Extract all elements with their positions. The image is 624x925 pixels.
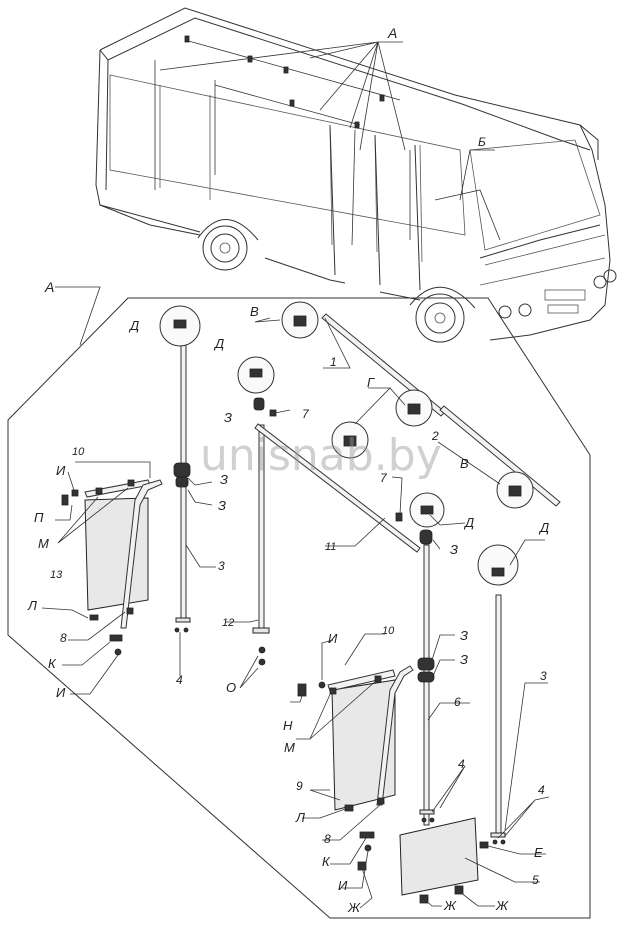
label-10b: 10 xyxy=(382,625,395,637)
label-8b: 8 xyxy=(324,832,331,846)
pole-6 xyxy=(409,492,445,826)
pole-3-right xyxy=(477,544,519,845)
plate-5 xyxy=(399,817,489,904)
label-4b: 4 xyxy=(458,757,465,771)
label-M1: М xyxy=(38,536,49,551)
label-8a: 8 xyxy=(60,631,67,645)
label-K2: К xyxy=(322,854,331,869)
label-Zh3: Ж xyxy=(495,898,509,913)
label-3a: 3 xyxy=(218,559,225,573)
label-B-top: Б xyxy=(478,135,486,149)
watermark: unisnab.by xyxy=(200,430,442,481)
label-11: 11 xyxy=(325,541,336,553)
label-4a: 4 xyxy=(176,673,183,687)
leader-lines xyxy=(41,317,550,909)
label-1: 1 xyxy=(330,355,337,369)
label-Z4: З xyxy=(450,542,458,557)
pole-3-left xyxy=(159,305,201,633)
label-3b: 3 xyxy=(540,669,547,683)
label-I4: И xyxy=(338,878,348,893)
label-V1: В xyxy=(250,304,259,319)
panel-leader xyxy=(55,286,101,346)
label-A-panel: А xyxy=(44,279,54,295)
right-door-assembly xyxy=(297,665,414,871)
label-2: 2 xyxy=(431,429,439,443)
label-9: 9 xyxy=(296,779,303,793)
label-Z3: З xyxy=(218,498,226,513)
label-L1: Л xyxy=(27,598,37,613)
label-5: 5 xyxy=(532,873,539,887)
label-13: 13 xyxy=(50,569,63,581)
label-Z5: З xyxy=(460,628,468,643)
label-Z6: З xyxy=(460,652,468,667)
label-A-top: А xyxy=(387,25,397,41)
label-7b: 7 xyxy=(380,471,388,485)
label-K1: К xyxy=(48,656,57,671)
label-D4: Д xyxy=(538,520,549,535)
label-P: П xyxy=(34,510,44,525)
callout-labels: А Б А Д Д Д Д В В Г 1 2 З 7 З З 7 З З З … xyxy=(27,25,549,915)
label-M2: М xyxy=(284,740,295,755)
label-Z1: З xyxy=(224,410,232,425)
label-D3: Д xyxy=(463,515,474,530)
label-D1: Д xyxy=(128,318,139,333)
label-I2: И xyxy=(56,685,66,700)
label-Z2: З xyxy=(220,472,228,487)
label-I3: И xyxy=(328,631,338,646)
label-12: 12 xyxy=(222,617,234,629)
pole-12 xyxy=(237,356,421,666)
label-6: 6 xyxy=(454,695,461,709)
label-D2: Д xyxy=(213,336,224,351)
label-10a: 10 xyxy=(72,446,85,458)
label-Zh2: Ж xyxy=(443,898,457,913)
label-N: Н xyxy=(283,718,293,733)
label-V2: В xyxy=(460,456,469,471)
bus-illustration xyxy=(95,7,617,343)
label-L2: Л xyxy=(295,810,305,825)
detail-panel-border xyxy=(7,297,591,919)
top-rails xyxy=(281,301,561,522)
label-I1: И xyxy=(56,463,66,478)
label-G: Г xyxy=(367,375,375,390)
label-E: Е xyxy=(534,845,543,860)
label-4c: 4 xyxy=(538,783,545,797)
label-O: О xyxy=(226,680,236,695)
left-door-assembly xyxy=(61,479,163,656)
label-Zh1: Ж xyxy=(347,900,361,915)
label-7a: 7 xyxy=(302,407,310,421)
